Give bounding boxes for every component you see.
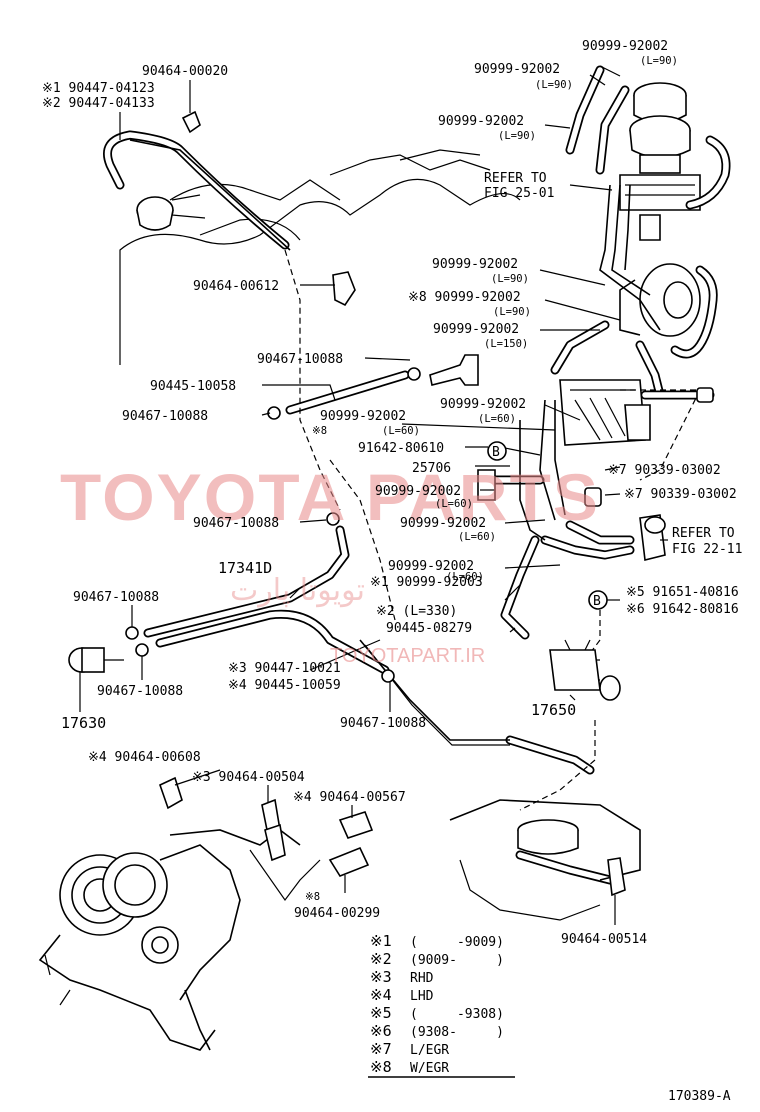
lower-right-cover — [449, 799, 641, 921]
label-90464-00612: 90464-00612 — [193, 279, 279, 294]
legend: ※1 ( -9009) ※2 (9009- ) ※3 RHD ※4 LHD ※5… — [368, 932, 515, 1078]
legend-text-4: LHD — [410, 989, 434, 1004]
label-top-1: 90999-92002 — [582, 39, 668, 54]
label-r5: 90999-92002 — [400, 516, 486, 531]
label-90467-10088-d: 90467-10088 — [73, 590, 159, 605]
label-r6: 90999-92002 — [388, 559, 474, 574]
label-refer-25: REFER TO — [484, 171, 547, 186]
label-top-2: 90999-92002 — [474, 62, 560, 77]
label-90447-04133: ※2 90447-04133 — [42, 96, 155, 111]
label-91642-80816: ※6 91642-80816 — [626, 602, 739, 617]
legend-text-2: (9009- ) — [410, 953, 504, 968]
label-90464-00608: ※4 90464-00608 — [88, 750, 201, 765]
label-90467-10088-e: 90467-10088 — [97, 684, 183, 699]
label-90467-10088-f: 90467-10088 — [340, 716, 426, 731]
label-90999-92002-s8: 90999-92002 — [320, 409, 406, 424]
label-90467-10088-c: 90467-10088 — [193, 516, 279, 531]
label-top-3: 90999-92002 — [438, 114, 524, 129]
label-r4-l: (L=60) — [478, 413, 516, 425]
label-90467-10088-a: 90467-10088 — [257, 352, 343, 367]
label-90467-10088-b: 90467-10088 — [122, 409, 208, 424]
vacuum-valve-right — [619, 263, 701, 337]
label-refer-25-fig: FIG 25-01 — [484, 186, 554, 201]
label-r2-l: (L=90) — [493, 306, 531, 318]
label-90464-00514: 90464-00514 — [561, 932, 647, 947]
label-r4: 90999-92002 — [440, 397, 526, 412]
label-90445-10058: 90445-10058 — [150, 379, 236, 394]
legend-mark-1: ※1 — [370, 932, 392, 950]
legend-text-1: ( -9009) — [410, 935, 504, 950]
label-90445-08279: 90445-08279 — [386, 621, 472, 636]
label-refer-22-fig: FIG 22-11 — [672, 542, 742, 557]
label-90464-00504: ※3 90464-00504 — [192, 770, 305, 785]
label-17650: 17650 — [531, 701, 576, 719]
legend-mark-7: ※7 — [370, 1040, 392, 1058]
legend-mark-3: ※3 — [370, 968, 392, 986]
part-labels: 90464-00020 ※1 90447-04123 ※2 90447-0413… — [42, 39, 742, 947]
label-90999-92003: ※1 90999-92003 — [370, 575, 483, 590]
label-l60-a: (L=60) — [382, 425, 420, 437]
engine-outline — [119, 149, 521, 365]
small-parts — [68, 110, 714, 701]
label-90464-00299-mark: ※8 — [305, 891, 320, 903]
label-r1: 90999-92002 — [432, 257, 518, 272]
label-90464-00020: 90464-00020 — [142, 64, 228, 79]
legend-mark-2: ※2 — [370, 950, 392, 968]
label-l330: ※2 (L=330) — [376, 604, 457, 619]
label-r1-l: (L=90) — [491, 273, 529, 285]
label-90339-b: ※7 90339-03002 — [624, 487, 737, 502]
label-top-1-l: (L=90) — [640, 55, 678, 67]
label-top-3-l: (L=90) — [498, 130, 536, 142]
legend-text-5: ( -9308) — [410, 1007, 504, 1022]
bottom-clips — [159, 776, 626, 897]
label-r3: 90999-92002 — [433, 322, 519, 337]
watermark-persian: تویوتا پارت — [230, 573, 365, 608]
callout-b-circle-2 — [588, 590, 608, 610]
label-r6-l: (L=60) — [446, 571, 484, 583]
lower-engine-block — [38, 829, 321, 1051]
label-s8-mark: ※8 — [312, 425, 327, 437]
label-r5-l: (L=60) — [458, 531, 496, 543]
central-valve-assembly — [559, 379, 651, 446]
egr-valve-top — [619, 82, 701, 241]
legend-text-3: RHD — [410, 971, 434, 986]
label-90447-04123: ※1 90447-04123 — [42, 81, 155, 96]
legend-text-8: W/EGR — [410, 1061, 449, 1076]
label-top-2-l: (L=90) — [535, 79, 573, 91]
label-17630: 17630 — [61, 714, 106, 732]
label-25706: 25706 — [412, 461, 451, 476]
callout-b-label-2: B — [593, 594, 601, 609]
legend-mark-6: ※6 — [370, 1022, 392, 1040]
watermark-url: TOYOTAPART.IR — [330, 645, 485, 667]
label-r2: ※8 90999-92002 — [408, 290, 521, 305]
label-90339-a: ※7 90339-03002 — [608, 463, 721, 478]
label-90464-00567: ※4 90464-00567 — [293, 790, 406, 805]
figure-number: 170389-A — [668, 1089, 731, 1104]
legend-mark-8: ※8 — [370, 1058, 392, 1076]
callout-b-circle-1 — [487, 441, 507, 461]
label-90999-92002-g: 90999-92002 — [375, 484, 461, 499]
label-l60-b: (L=60) — [435, 498, 473, 510]
legend-text-7: L/EGR — [410, 1043, 449, 1058]
label-refer-22: REFER TO — [672, 526, 735, 541]
legend-mark-5: ※5 — [370, 1004, 392, 1022]
watermark-brand: TOYOTA PARTS — [60, 460, 600, 534]
label-r3-l: (L=150) — [484, 338, 528, 350]
label-17341d: 17341D — [218, 559, 272, 577]
label-90445-10059: ※4 90445-10059 — [228, 678, 341, 693]
label-91642-80610: 91642-80610 — [358, 441, 444, 456]
label-90464-00299: 90464-00299 — [294, 906, 380, 921]
watermark: TOYOTA PARTS تویوتا پارت TOYOTAPART.IR — [60, 460, 600, 667]
label-91651: ※5 91651-40816 — [626, 585, 739, 600]
leader-lines — [79, 65, 668, 925]
legend-text-6: (9308- ) — [410, 1025, 504, 1040]
callout-b-label-1: B — [492, 445, 500, 460]
label-90447-10021: ※3 90447-10021 — [228, 661, 341, 676]
legend-mark-4: ※4 — [370, 986, 392, 1004]
